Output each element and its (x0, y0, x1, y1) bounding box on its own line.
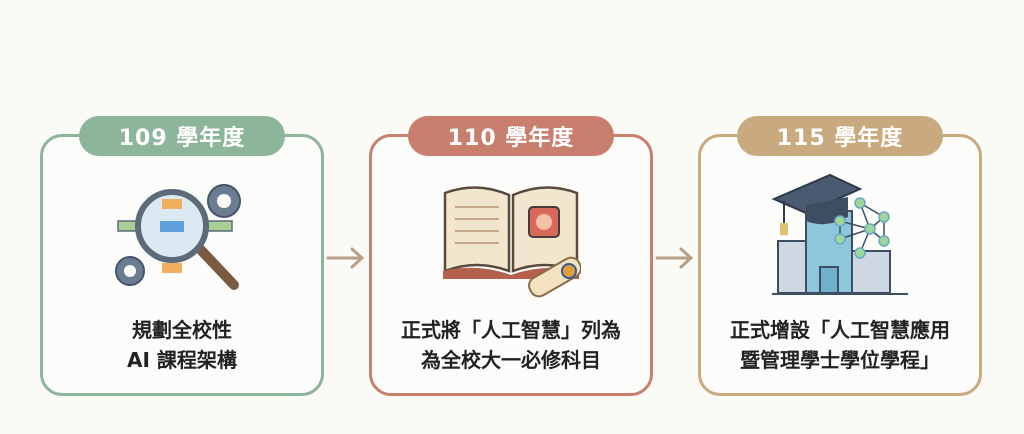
desc-line-1: 正式將「人工智慧」列為 (401, 318, 621, 342)
step-description: 規劃全校性 AI 課程架構 (43, 315, 321, 375)
arrow-right-icon (655, 247, 694, 269)
desc-line-2: 為全校大一必修科目 (421, 348, 601, 372)
magnifier-flowchart-gears-icon (115, 184, 241, 290)
desc-line-2: 暨管理學士學位學程」 (740, 348, 940, 372)
desc-line-1: 規劃全校性 (132, 318, 232, 342)
book-chip-diploma-icon (443, 186, 581, 298)
timeline-card-115: 115 學年度 正式增設「人工智慧應用 暨管理學士學位學程」 (698, 116, 982, 396)
arrow-right-icon (326, 247, 365, 269)
desc-line-1: 正式增設「人工智慧應用 (730, 318, 950, 342)
timeline-card-110: 110 學年度 正式將「人工智慧」列為 為全校大一必修科目 (369, 116, 653, 396)
year-badge: 109 學年度 (79, 116, 285, 156)
desc-line-2: AI 課程架構 (127, 348, 237, 372)
step-description: 正式將「人工智慧」列為 為全校大一必修科目 (372, 315, 650, 375)
year-badge: 115 學年度 (737, 116, 943, 156)
graduation-building-network-icon (771, 173, 908, 295)
timeline-card-109: 109 學年度 規劃全校性 AI 課程架構 (40, 116, 324, 396)
step-description: 正式增設「人工智慧應用 暨管理學士學位學程」 (701, 315, 979, 375)
year-badge: 110 學年度 (408, 116, 614, 156)
